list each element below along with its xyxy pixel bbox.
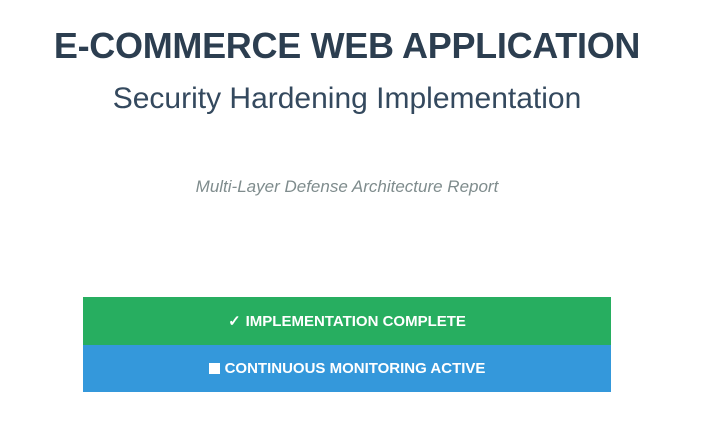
report-title: E-COMMERCE WEB APPLICATION [53,25,641,66]
report-tagline: Multi-Layer Defense Architecture Report [195,177,499,196]
monitoring-active-label: CONTINUOUS MONITORING ACTIVE [224,360,486,377]
report-subtitle: Security Hardening Implementation [112,82,582,115]
monitoring-active-banner: CONTINUOUS MONITORING ACTIVE [83,345,611,392]
check-icon: ✓ [228,313,241,330]
implementation-complete-banner: ✓ IMPLEMENTATION COMPLETE [83,297,611,345]
square-icon [208,363,220,374]
implementation-complete-label: IMPLEMENTATION COMPLETE [245,312,466,330]
